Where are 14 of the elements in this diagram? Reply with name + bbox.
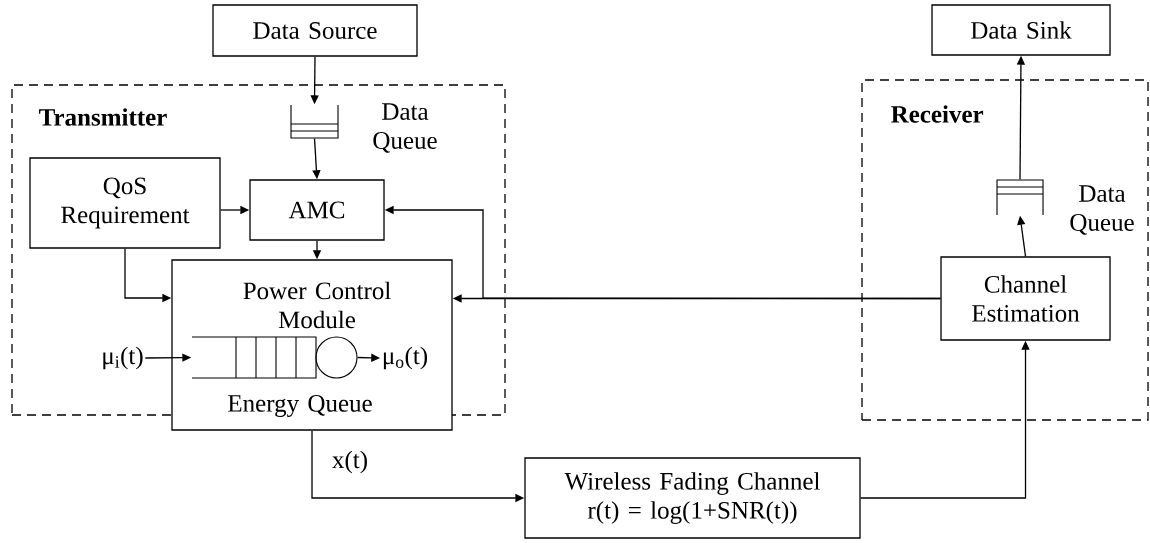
variable-label: μ$_{i}$(t) xyxy=(103,346,143,370)
process-box: Data Source xyxy=(212,4,418,57)
variable-label: μ$_{o}$(t) xyxy=(383,346,428,370)
queue-icon xyxy=(191,336,358,379)
process-box: Data Sink xyxy=(931,4,1111,56)
process-box: Channel Estimation xyxy=(940,256,1111,341)
process-box: QoS Requirement xyxy=(29,157,221,249)
side-label: Data Queue xyxy=(1070,185,1134,235)
edge-label: x(t) xyxy=(330,449,370,475)
queue-icon xyxy=(996,179,1044,216)
queue-icon xyxy=(290,104,339,139)
side-label: Data Queue xyxy=(373,103,437,153)
process-box: Wireless Fading Channel r(t) = log(1+SNR(t)) xyxy=(524,457,861,539)
process-box: AMC xyxy=(249,179,385,241)
